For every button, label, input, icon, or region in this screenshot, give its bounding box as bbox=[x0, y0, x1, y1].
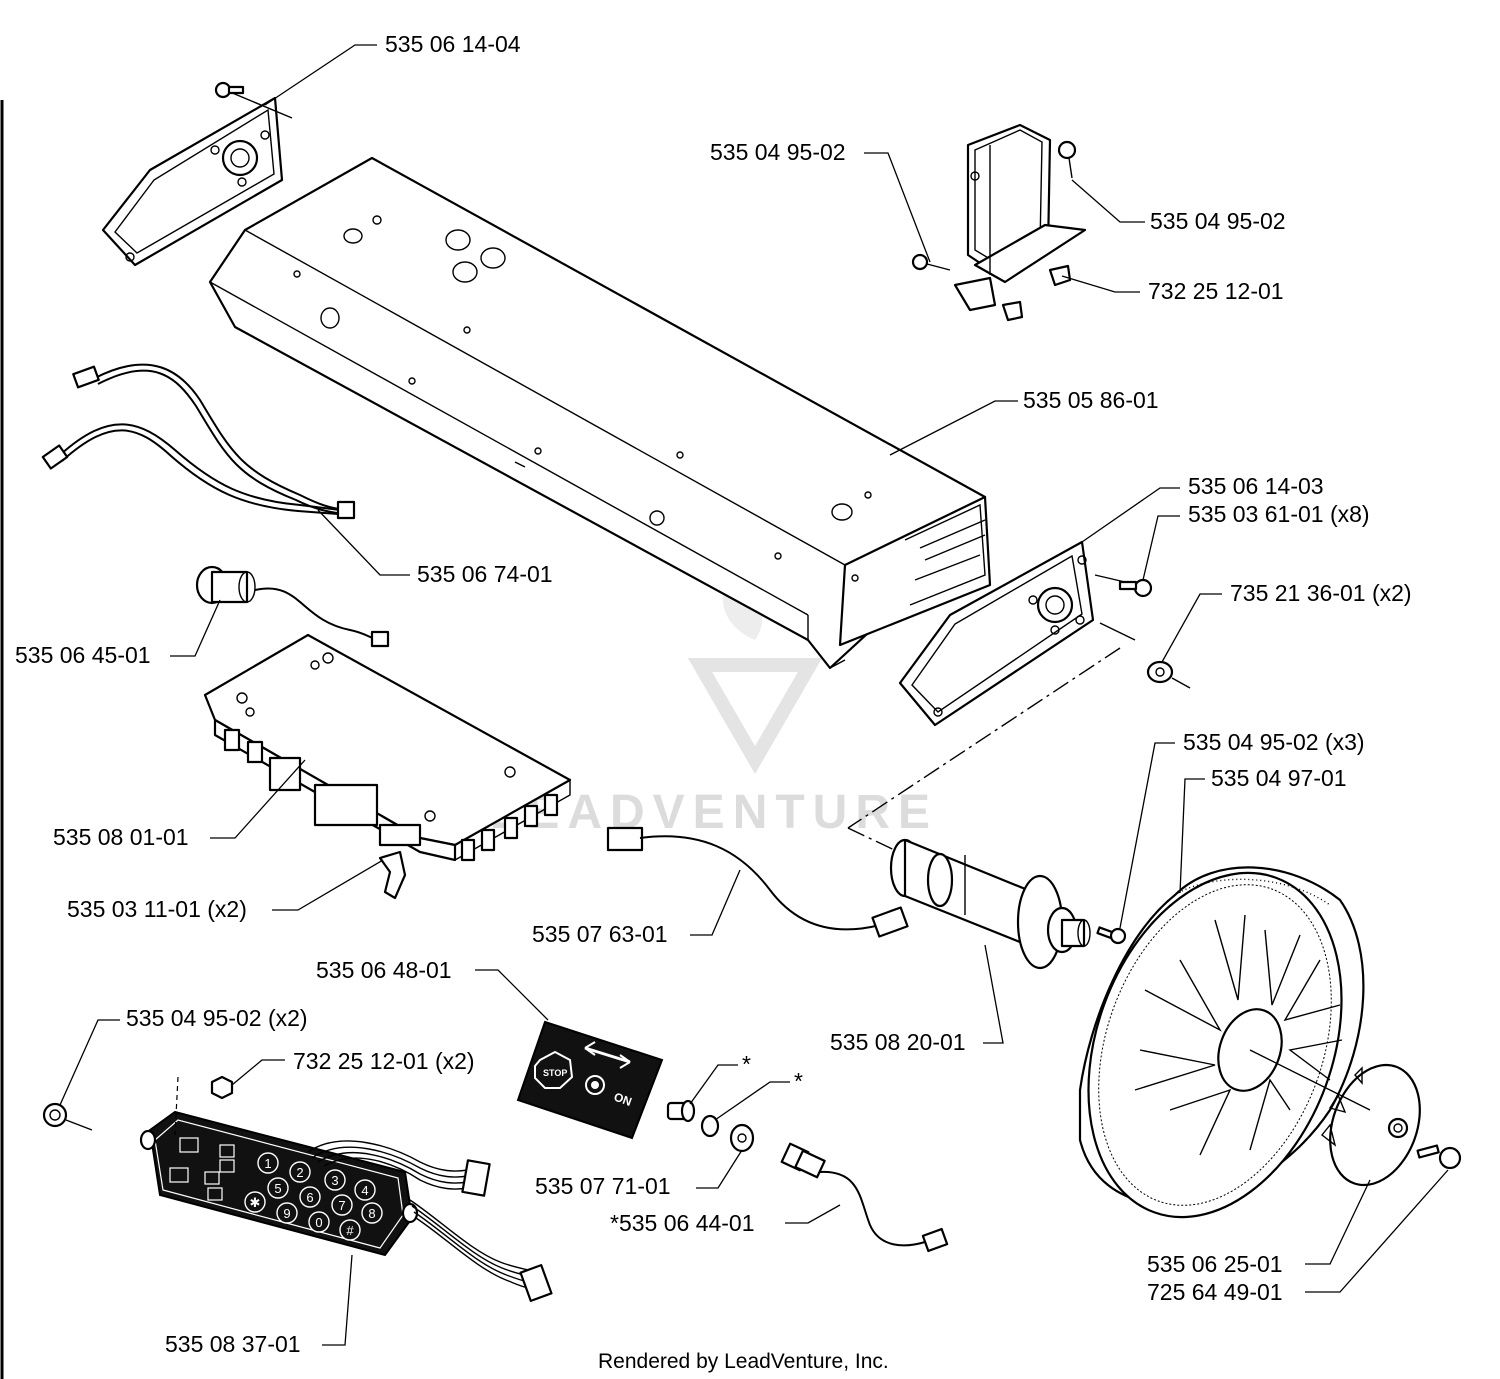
keypad-key-label: 5 bbox=[274, 1181, 281, 1196]
callout-535-04-95-02-b: 535 04 95-02 bbox=[1150, 208, 1286, 234]
callout-535-07-63-01: 535 07 63-01 bbox=[532, 921, 668, 947]
hub-cover bbox=[1249, 1049, 1462, 1187]
keypad-key-10 bbox=[276, 1202, 298, 1224]
callout-535-08-01-01: 535 08 01-01 bbox=[53, 824, 189, 850]
keypad-key-4 bbox=[354, 1179, 376, 1201]
start-stop-decal: STOP ON bbox=[516, 1020, 664, 1140]
callout-535-06-45-01: 535 06 45-01 bbox=[15, 642, 151, 668]
keypad-key-label: 2 bbox=[296, 1165, 303, 1180]
keypad-key-label: 4 bbox=[361, 1183, 368, 1198]
motor-screw bbox=[1096, 926, 1127, 945]
motor bbox=[889, 838, 1091, 970]
keypad-key-3 bbox=[324, 1169, 346, 1191]
buzzer-connector bbox=[195, 565, 390, 648]
keypad-side-keys bbox=[169, 1137, 235, 1201]
keypad-key-7 bbox=[331, 1194, 353, 1216]
footer-credit: Rendered by LeadVenture, Inc. bbox=[598, 1350, 889, 1373]
callout-535-03-11-01: 535 03 11-01 (x2) bbox=[67, 896, 247, 922]
keypad-key-2 bbox=[289, 1161, 311, 1183]
keypad-key-label: 1 bbox=[264, 1156, 271, 1171]
callout-535-04-95-02-x2: 535 04 95-02 (x2) bbox=[126, 1005, 308, 1031]
callout-535-03-61-01: 535 03 61-01 (x8) bbox=[1188, 501, 1370, 527]
callout-535-06-44-01: *535 06 44-01 bbox=[610, 1210, 755, 1236]
end-plate-right bbox=[898, 540, 1191, 727]
drive-wheel bbox=[1078, 866, 1365, 1219]
callout-asterisk-b: * bbox=[794, 1068, 803, 1094]
callout-535-06-48-01: 535 06 48-01 bbox=[316, 957, 452, 983]
keypad-key-label: ✱ bbox=[250, 1195, 261, 1210]
keypad-key-label: 6 bbox=[306, 1190, 313, 1205]
keypad-key-1 bbox=[257, 1152, 279, 1174]
callout-735-21-36-01: 735 21 36-01 (x2) bbox=[1230, 580, 1412, 606]
stop-label: STOP bbox=[543, 1068, 567, 1078]
keypad-key-label: 8 bbox=[368, 1206, 375, 1221]
keypad-ribbon bbox=[307, 1140, 529, 1289]
callout-725-64-49-01: 725 64 49-01 bbox=[1147, 1279, 1283, 1305]
keypad-key-8 bbox=[361, 1202, 383, 1224]
keypad-key-11 bbox=[308, 1211, 330, 1233]
callout-535-06-14-04: 535 06 14-04 bbox=[385, 31, 521, 57]
toggle-switch-parts bbox=[666, 1099, 949, 1253]
ribbon-cable bbox=[606, 826, 909, 938]
keypad-key-label: 7 bbox=[338, 1198, 345, 1213]
callout-732-25-12-01-x2: 732 25 12-01 (x2) bbox=[293, 1048, 475, 1074]
keypad-key-label: 9 bbox=[283, 1206, 290, 1221]
keypad-key-5 bbox=[267, 1177, 289, 1199]
circuit-board bbox=[203, 633, 572, 900]
callout-535-04-95-02-x3: 535 04 95-02 (x3) bbox=[1183, 729, 1365, 755]
callout-535-04-95-02-a: 535 04 95-02 bbox=[710, 139, 846, 165]
callout-asterisk-a: * bbox=[742, 1051, 751, 1077]
keypad-keys: 1 2 3 4 5 6 7 8 ✱ 9 0 # bbox=[244, 1152, 383, 1241]
wire-harness-a bbox=[41, 363, 356, 520]
callout-labels: 535 06 14-04 535 04 95-02 535 04 95-02 7… bbox=[15, 31, 1412, 1357]
callout-535-08-37-01: 535 08 37-01 bbox=[165, 1331, 301, 1357]
callout-535-06-14-03: 535 06 14-03 bbox=[1188, 473, 1324, 499]
switch-bracket bbox=[911, 123, 1087, 322]
keypad-key-6 bbox=[299, 1186, 321, 1208]
keypad-key-label: # bbox=[346, 1223, 354, 1238]
axis-line bbox=[847, 647, 1121, 829]
end-plate-left bbox=[101, 81, 293, 267]
on-label: ON bbox=[612, 1090, 634, 1109]
keypad-key-9 bbox=[244, 1191, 266, 1213]
keypad-key-label: 3 bbox=[331, 1173, 338, 1188]
leader-lines bbox=[59, 44, 1449, 1346]
callout-535-06-74-01: 535 06 74-01 bbox=[417, 561, 553, 587]
watermark-text: LEADVENTURE bbox=[490, 786, 938, 839]
callout-535-04-97-01: 535 04 97-01 bbox=[1211, 765, 1347, 791]
keypad-key-12 bbox=[339, 1219, 361, 1241]
keypad-key-label: 0 bbox=[315, 1215, 322, 1230]
callout-732-25-12-01: 732 25 12-01 bbox=[1148, 278, 1284, 304]
keypad: 1 2 3 4 5 6 7 8 ✱ 9 0 # bbox=[42, 1075, 553, 1302]
main-housing bbox=[208, 156, 992, 670]
callout-535-07-71-01: 535 07 71-01 bbox=[535, 1173, 671, 1199]
callout-535-06-25-01: 535 06 25-01 bbox=[1147, 1251, 1283, 1277]
callout-535-08-20-01: 535 08 20-01 bbox=[830, 1029, 966, 1055]
callout-535-05-86-01: 535 05 86-01 bbox=[1023, 387, 1159, 413]
